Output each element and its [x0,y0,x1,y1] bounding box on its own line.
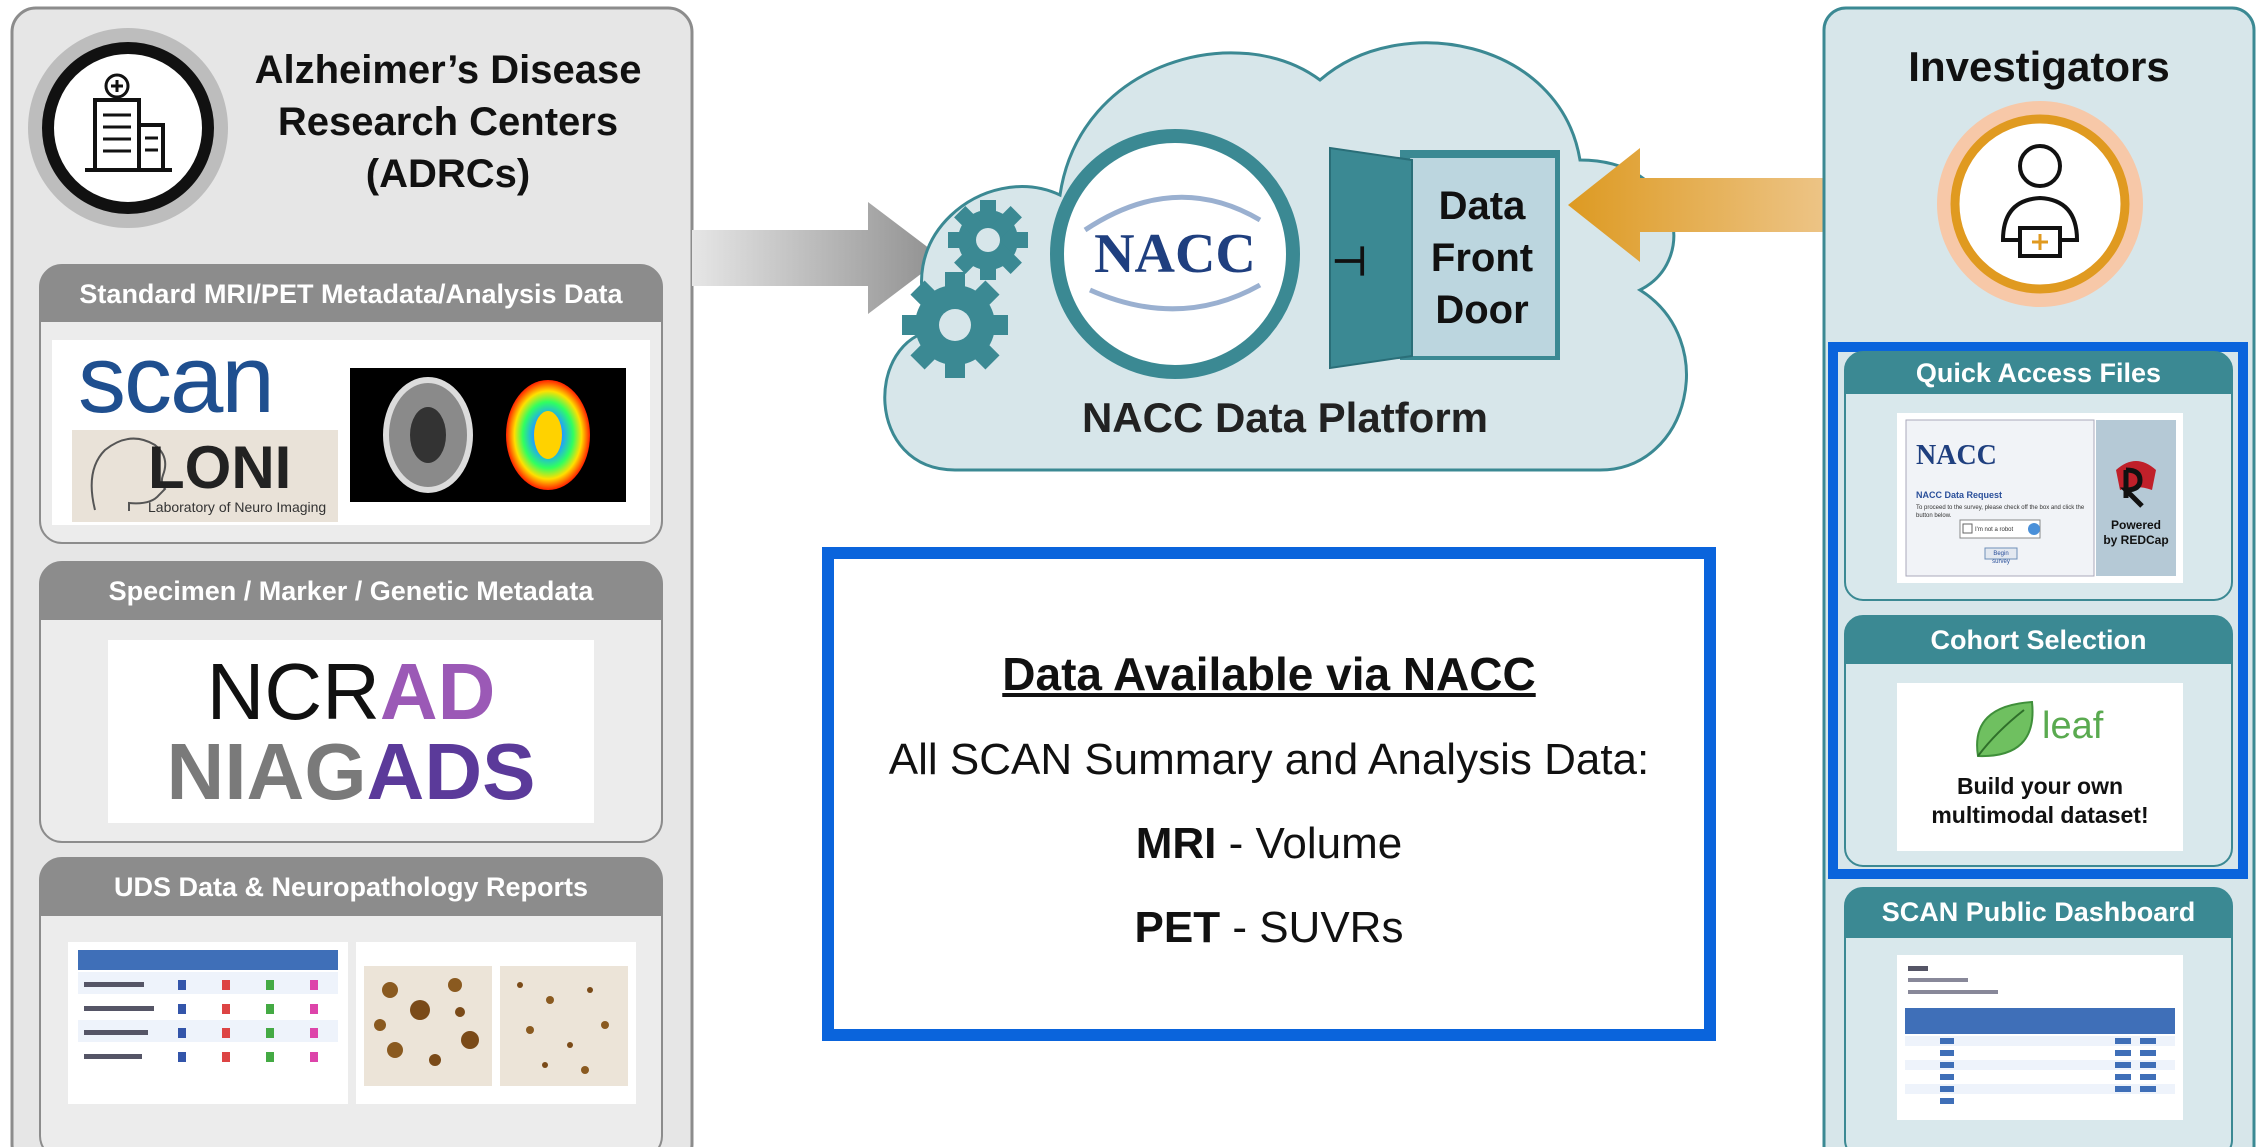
ncrad-logo-part1: NCR [206,647,380,736]
adrc-to-nacc-arrow [692,202,942,314]
nacc-platform-label: NACC Data Platform [1081,394,1489,441]
adrc-title-line2: Research Centers [277,100,619,144]
data-available-line1: All SCAN Summary and Analysis Data: [888,735,1650,784]
redcap-nacc-logo: NACC [1916,440,1997,471]
investigators-to-nacc-arrow [1568,148,1940,262]
redcap-begin-button[interactable]: Begin survey [1992,551,2010,565]
scan-logo: scan [78,326,275,433]
door-label-line1: Data [1438,184,1526,228]
data-available-mri: MRI - Volume [840,816,1698,872]
mri-pet-header: Standard MRI/PET Metadata/Analysis Data [79,279,623,309]
loni-subtitle: Laboratory of Neuro Imaging [148,499,327,515]
loni-head-icon [90,437,167,511]
hospital-building-icon [28,28,228,228]
neuropathology-slide-image [356,942,636,1104]
redcap-form-text: To proceed to the survey, please check o… [1916,505,2085,519]
investigators-title: Investigators [1908,43,2170,90]
door-handle-icon: ⊣ [1332,240,1367,284]
dashboard-header: SCAN Public Dashboard [1881,897,2196,927]
uds-header: UDS Data & Neuropathology Reports [113,872,589,902]
nacc-logo-text: NACC [1094,223,1256,285]
powered-by-redcap: Powered by REDCap [2096,518,2176,548]
data-available-box [822,547,1716,1041]
niagads-logo-part1: NIAG [166,727,367,816]
ncrad-logo: NCRAD [108,650,594,734]
cohort-header: Cohort Selection [1930,625,2147,655]
door-label: Data Front Door [1412,180,1552,336]
mri-label: MRI [1135,819,1217,868]
nacc-logo-circle [1050,129,1300,379]
cohort-line1: Build your own [1956,773,2124,799]
ncrad-logo-part2: AD [379,647,496,736]
mri-value: - Volume [1216,819,1403,868]
data-available-title: Data Available via NACC [1002,648,1536,700]
niagads-logo: NIAGADS [108,730,594,814]
pet-label: PET [1134,903,1221,952]
cohort-description: Build your own multimodal dataset! [1897,772,2183,830]
open-door-icon [1329,146,1413,370]
quick-access-header: Quick Access Files [1915,358,2162,388]
gear-icon [902,200,1028,378]
cohort-line2: multimodal dataset! [1931,802,2149,828]
dashboard-table-image [1897,955,2183,1120]
quick-access-highlight-frame [1828,342,2248,879]
data-available-pet: PET - SUVRs [840,900,1698,956]
leaf-logo-icon [1976,700,2034,758]
door-label-line3: Door [1435,288,1529,332]
powered-line2: by REDCap [2103,533,2169,547]
niagads-logo-part2: ADS [366,727,536,816]
redcap-captcha-label: I'm not a robot [1975,527,2014,533]
adrc-title-line3: (ADRCs) [365,152,531,196]
doctor-icon [1937,101,2143,307]
adrc-title-line1: Alzheimer’s Disease [254,48,642,92]
pet-value: - SUVRs [1220,903,1404,952]
loni-logo: LONI [148,434,292,501]
uds-table-image [68,942,348,1104]
specimen-header: Specimen / Marker / Genetic Metadata [108,576,594,606]
redcap-logo-icon [2116,461,2156,508]
powered-line1: Powered [2110,518,2161,532]
leaf-logo-text: leaf [2042,705,2104,747]
adrc-title: Alzheimer’s Disease Research Centers (AD… [228,44,668,200]
door-label-line2: Front [1430,236,1534,280]
redcap-form-title: NACC Data Request [1916,490,2003,500]
